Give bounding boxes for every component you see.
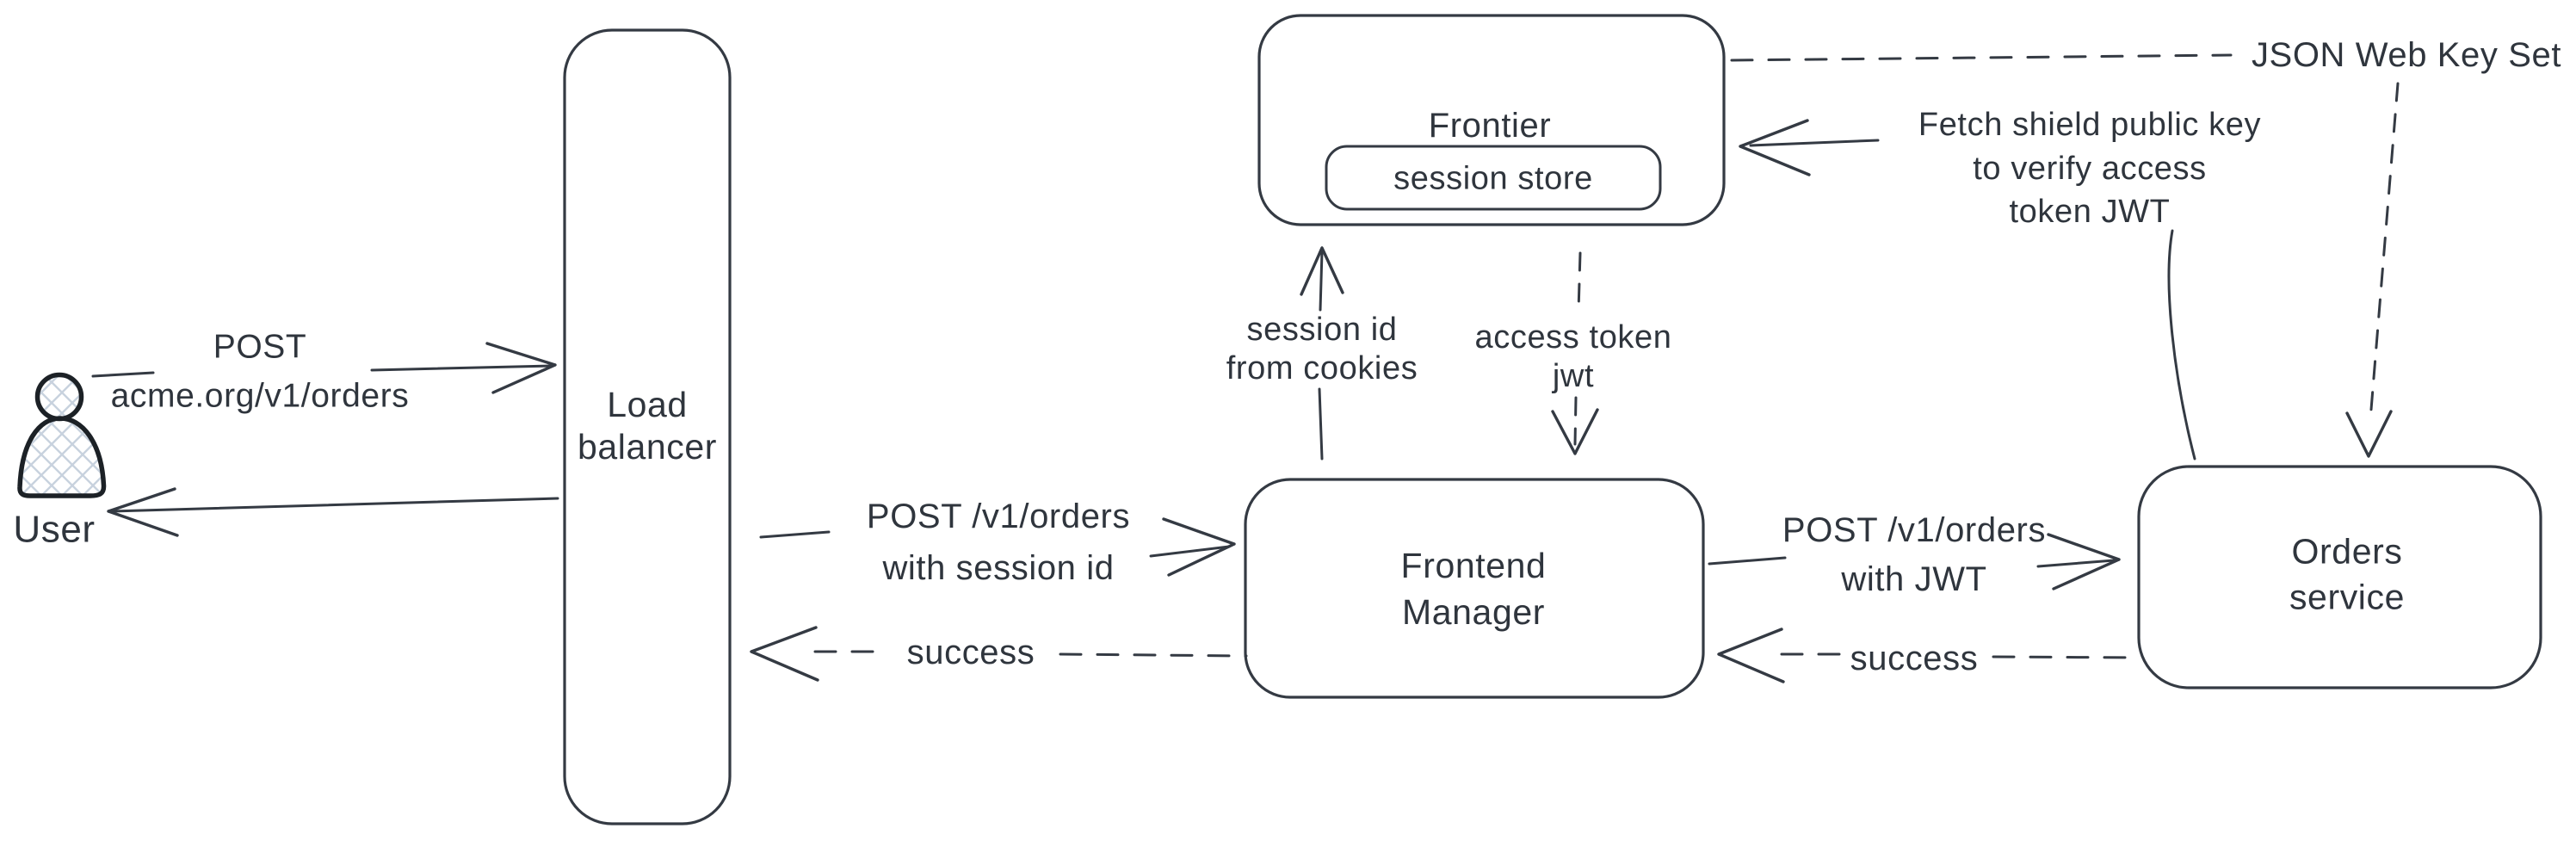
edge-label-success-right: success: [1850, 640, 1979, 677]
arrow-jwks-to-orders-service: [2345, 82, 2400, 458]
user-label: User: [13, 508, 96, 551]
edge-label-fetch-public-key: Fetch shield public key to verify access…: [1918, 107, 2262, 231]
session-store-label: session store: [1393, 160, 1593, 197]
edge-label-session-id-cookies: session id from cookies: [1226, 312, 1418, 386]
arrow-frontend-manager-to-orders-service: [1708, 533, 2121, 590]
arrow-orders-service-to-frontend-manager: [1717, 628, 2138, 683]
jwks-label: JSON Web Key Set: [2251, 36, 2562, 74]
edge-label-post-jwt: POST /v1/orders with JWT: [1782, 511, 2047, 598]
node-frontend-manager: [1244, 478, 1705, 699]
arrow-orders-service-to-frontier: [1739, 119, 2196, 461]
arrow-frontend-manager-to-frontier: [1300, 246, 1344, 461]
person-icon: [17, 372, 107, 498]
edge-label-success-left: success: [906, 634, 1035, 671]
node-orders-service: [2137, 465, 2542, 689]
node-load-balancer: [563, 28, 732, 825]
arrow-user-to-load-balancer: [91, 342, 557, 394]
edge-label-post-session-id: POST /v1/orders with session id: [866, 498, 1131, 587]
arrow-frontier-to-jwks: [1730, 53, 2233, 62]
arrow-frontend-manager-to-load-balancer: [750, 626, 1248, 682]
frontier-label: Frontier: [1428, 107, 1552, 145]
arrow-load-balancer-to-user: [107, 487, 559, 537]
load-balancer-label: Load balancer: [577, 384, 718, 467]
edge-label-post-acme: POST acme.org/v1/orders: [110, 328, 410, 414]
arrow-frontier-to-frontend-manager: [1551, 251, 1599, 455]
orders-service-label: Orders service: [2289, 531, 2406, 617]
node-session-store: [1325, 145, 1662, 211]
frontend-manager-label: Frontend Manager: [1400, 545, 1547, 632]
edge-label-access-token-jwt: access token jwt: [1474, 319, 1672, 394]
arrow-load-balancer-to-frontend-manager: [759, 517, 1236, 577]
